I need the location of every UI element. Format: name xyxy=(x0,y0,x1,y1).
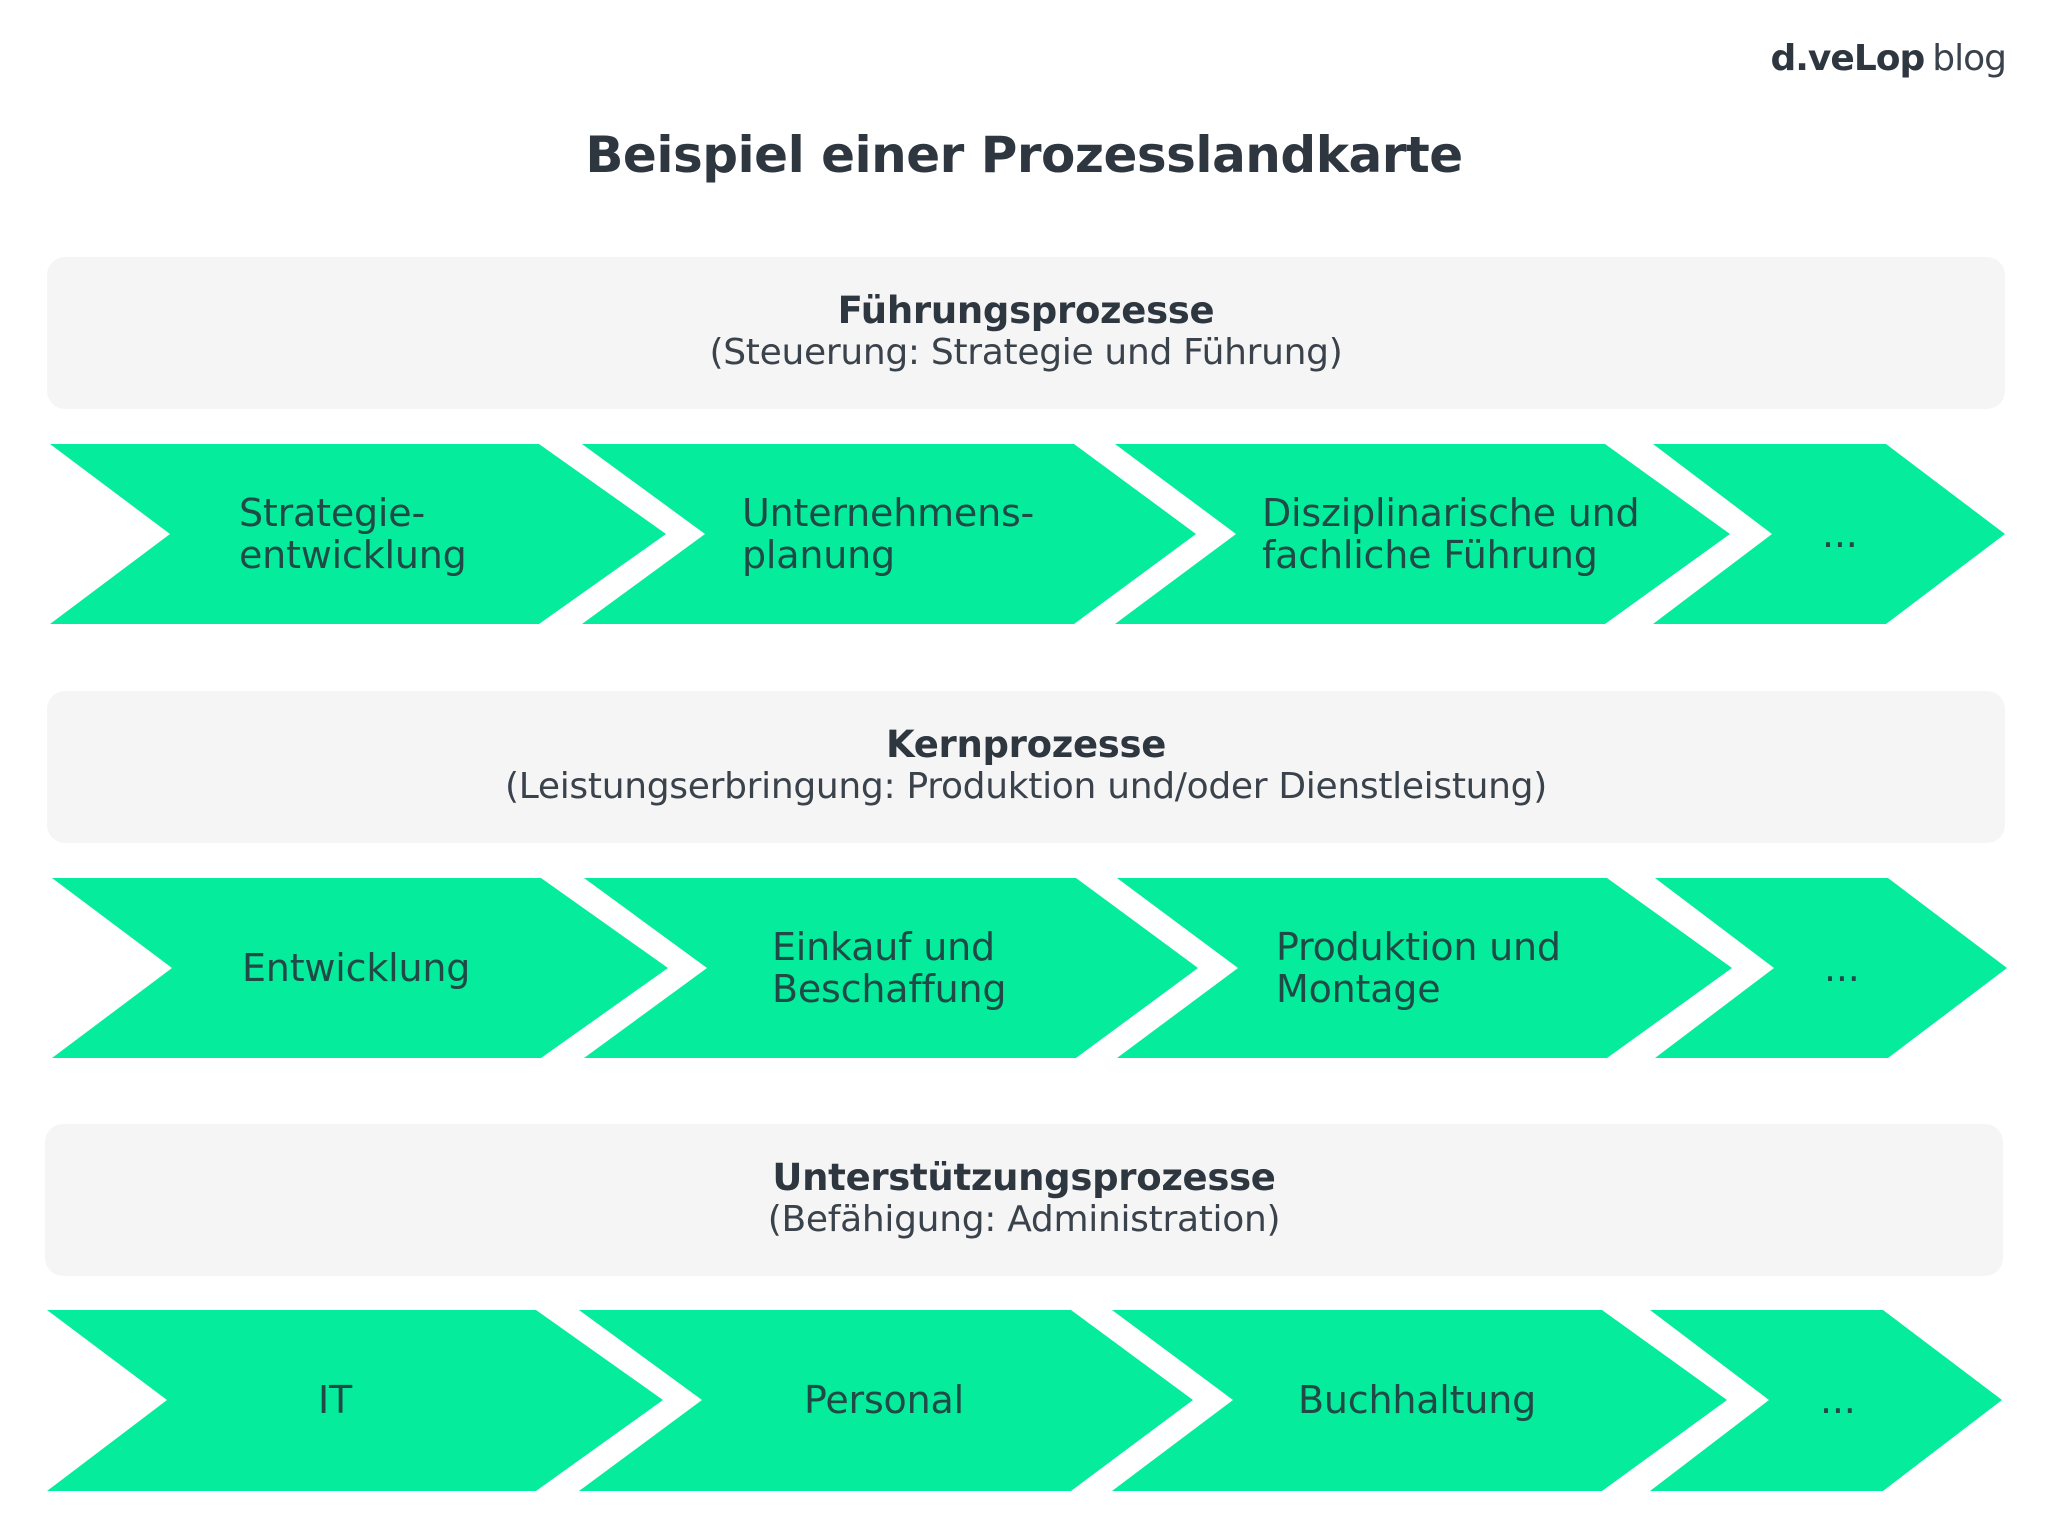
step-produktion: Produktion und Montage xyxy=(1276,925,1561,1011)
process-row-unterstuetzung: IT Personal Buchhaltung ... xyxy=(0,1310,2048,1491)
section-header-unterstuetzungsprozesse: Unterstützungsprozesse (Befähigung: Admi… xyxy=(45,1124,2003,1276)
chevron-step xyxy=(584,878,1198,1058)
step-strategieentwicklung: Strategie- entwicklung xyxy=(239,491,467,577)
step-more: ... xyxy=(1820,1378,1856,1422)
chevron-shapes xyxy=(47,1310,2002,1491)
chevron-step xyxy=(52,878,668,1058)
chevron-step xyxy=(47,1310,663,1491)
logo-suffix: blog xyxy=(1932,38,2007,79)
section-subheading: (Steuerung: Strategie und Führung) xyxy=(709,332,1343,373)
step-it: IT xyxy=(318,1378,353,1422)
step-fuehrung: Disziplinarische und fachliche Führung xyxy=(1262,491,1640,577)
step-entwicklung: Entwicklung xyxy=(242,946,471,990)
section-subheading: (Leistungserbringung: Produktion und/ode… xyxy=(505,766,1547,807)
section-heading: Kernprozesse xyxy=(885,723,1167,766)
chevron-step xyxy=(1117,878,1732,1058)
step-personal: Personal xyxy=(804,1378,964,1422)
chevron-step xyxy=(582,444,1196,624)
step-more: ... xyxy=(1822,512,1858,556)
step-unternehmensplanung: Unternehmens- planung xyxy=(742,491,1035,577)
chevron-step xyxy=(1115,444,1730,624)
process-row-kern: Entwicklung Einkauf und Beschaffung Prod… xyxy=(0,878,2048,1058)
chevron-step xyxy=(1655,878,2007,1058)
logo-brand: d.veLop xyxy=(1770,38,1925,79)
step-einkauf: Einkauf und Beschaffung xyxy=(772,925,1007,1011)
step-buchhaltung: Buchhaltung xyxy=(1298,1378,1537,1422)
step-more: ... xyxy=(1824,946,1860,990)
section-header-fuehrungsprozesse: Führungsprozesse (Steuerung: Strategie u… xyxy=(47,257,2005,409)
page-title: Beispiel einer Prozesslandkarte xyxy=(585,126,1463,184)
chevron-step xyxy=(1650,1310,2002,1491)
chevron-step xyxy=(579,1310,1193,1491)
section-header-kernprozesse: Kernprozesse (Leistungserbringung: Produ… xyxy=(47,691,2005,843)
chevron-step xyxy=(50,444,666,624)
section-heading: Unterstützungsprozesse xyxy=(772,1156,1276,1199)
section-heading: Führungsprozesse xyxy=(837,289,1215,332)
chevron-step xyxy=(1112,1310,1727,1491)
chevron-shapes xyxy=(52,878,2007,1058)
process-row-fuehrung: Strategie- entwicklung Unternehmens- pla… xyxy=(0,444,2048,624)
chevron-shapes xyxy=(50,444,2005,624)
chevron-step xyxy=(1653,444,2005,624)
section-subheading: (Befähigung: Administration) xyxy=(767,1199,1281,1240)
